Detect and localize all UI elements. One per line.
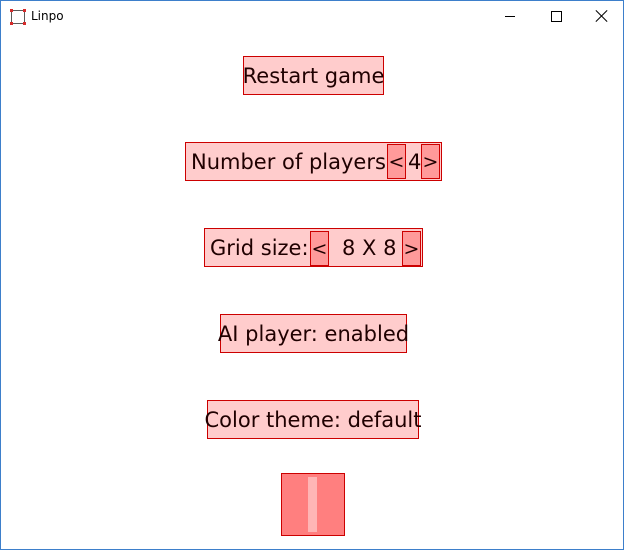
players-value: 4	[408, 150, 422, 174]
players-decrement-button[interactable]: <	[387, 144, 406, 179]
number-of-players-control: Number of players: < 4 >	[185, 142, 442, 181]
pause-icon	[285, 477, 307, 532]
title-bar[interactable]: Linpo	[1, 1, 623, 31]
maximize-icon	[550, 10, 562, 22]
grid-decrement-button[interactable]: <	[310, 231, 329, 266]
window-title: Linpo	[31, 9, 64, 23]
close-icon	[596, 10, 608, 22]
minimize-icon	[505, 15, 515, 17]
app-icon	[10, 9, 26, 25]
grid-size-control: Grid size: < 8 X 8 >	[204, 228, 423, 267]
ai-player-toggle[interactable]: AI player: enabled	[218, 314, 409, 353]
minimize-button[interactable]	[487, 1, 533, 31]
close-button[interactable]	[579, 1, 624, 31]
restart-game-button[interactable]: Restart game	[243, 56, 384, 95]
grid-size-label: Grid size:	[210, 235, 309, 260]
players-increment-button[interactable]: >	[421, 144, 440, 179]
grid-increment-button[interactable]: >	[402, 231, 421, 266]
players-label: Number of players:	[191, 149, 393, 174]
pause-button[interactable]	[281, 473, 345, 536]
color-theme-button[interactable]: Color theme: default	[205, 400, 422, 439]
grid-size-value: 8 X 8	[342, 236, 397, 260]
maximize-button[interactable]	[533, 1, 579, 31]
